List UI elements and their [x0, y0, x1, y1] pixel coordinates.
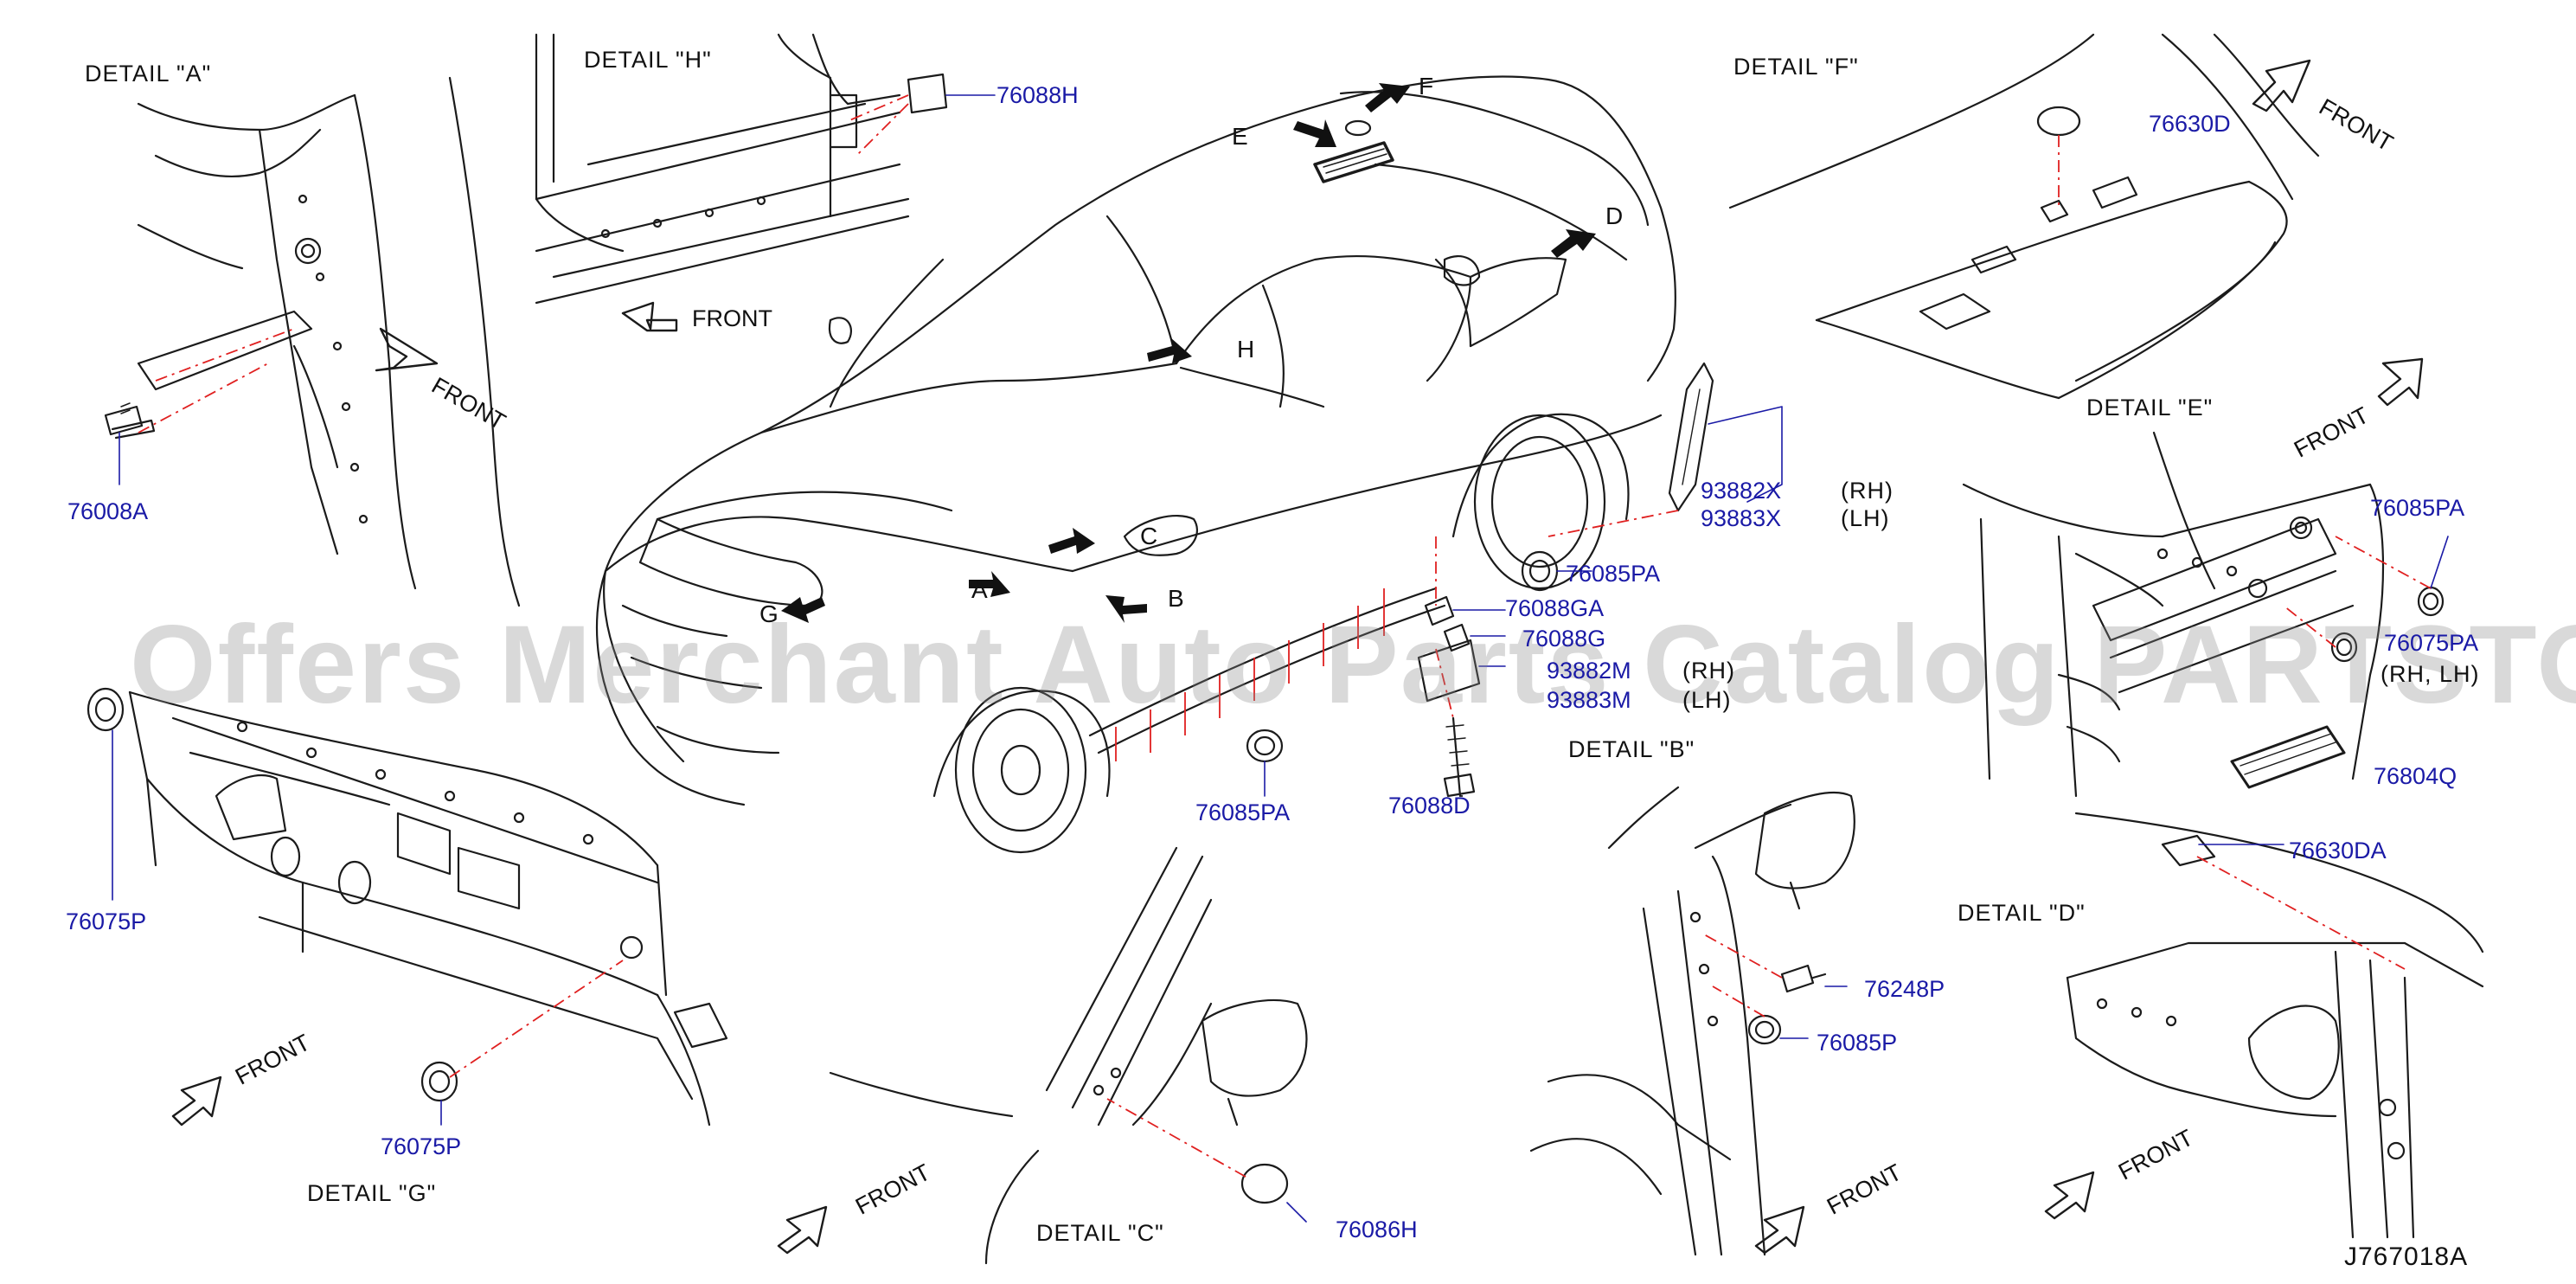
detail-b-title: DETAIL "B" [1568, 736, 1695, 762]
detail-e-title: DETAIL "E" [2086, 395, 2214, 421]
part-76630da[interactable]: 76630DA [2289, 838, 2387, 863]
detail-a-drawing [104, 76, 521, 607]
pointer-letter-e: E [1232, 123, 1248, 150]
pointer-letter-b: B [1168, 585, 1184, 612]
part-76008a[interactable]: 76008A [67, 498, 149, 524]
detail-f-drawing [1728, 33, 2320, 400]
part-93882m[interactable]: 93882M [1547, 658, 1631, 684]
part-93883m[interactable]: 93883M [1547, 687, 1631, 713]
pointer-letter-c: C [1140, 523, 1158, 549]
part-76075p-bottom[interactable]: 76075P [381, 1133, 462, 1159]
side-rh-m: (RH) [1682, 658, 1735, 684]
side-rh: (RH) [1841, 478, 1894, 504]
side-rh-lh-e: (RH, LH) [2381, 661, 2480, 687]
side-lh-m: (LH) [1682, 687, 1732, 713]
part-93882x[interactable]: 93882X [1701, 478, 1782, 504]
detail-d-drawing [2066, 812, 2484, 1239]
pointer-letter-f: F [1419, 73, 1434, 100]
part-76085pa-bottom[interactable]: 76085PA [1195, 799, 1291, 825]
detail-c-title: DETAIL "C" [1036, 1220, 1164, 1246]
side-lh: (LH) [1841, 505, 1890, 531]
part-76075p-left[interactable]: 76075P [66, 908, 147, 934]
pointer-letter-a: A [971, 576, 988, 603]
drawing-id: J767018A [2344, 1242, 2469, 1271]
detail-f-title: DETAIL "F" [1733, 54, 1859, 80]
detail-c-drawing [829, 846, 1308, 1265]
detail-e-drawing [1962, 431, 2449, 798]
front-arrows [171, 59, 2424, 1255]
detail-d-title: DETAIL "D" [1958, 900, 2086, 926]
part-76248p[interactable]: 76248P [1864, 976, 1945, 1002]
part-93883x[interactable]: 93883X [1701, 505, 1782, 531]
detail-g-drawing [87, 687, 728, 1127]
detail-g-title: DETAIL "G" [307, 1180, 437, 1206]
part-76085pa-main[interactable]: 76085PA [1566, 561, 1661, 587]
part-76085p[interactable]: 76085P [1817, 1030, 1898, 1056]
part-76075pa[interactable]: 76075PA [2384, 630, 2479, 656]
red-dash-leaders [138, 94, 2432, 1178]
part-76088ga[interactable]: 76088GA [1505, 595, 1605, 621]
detail-a-title: DETAIL "A" [85, 61, 212, 87]
part-76804q[interactable]: 76804Q [2374, 763, 2457, 789]
part-76088g[interactable]: 76088G [1522, 626, 1606, 652]
detail-h-drawing [535, 33, 996, 305]
part-76085pa-e[interactable]: 76085PA [2370, 495, 2465, 521]
detail-b-drawing [1529, 786, 1855, 1256]
pointer-letter-g: G [759, 600, 779, 627]
front-label-h: FRONT [692, 305, 772, 331]
part-76088h[interactable]: 76088H [996, 82, 1079, 108]
detail-h-title: DETAIL "H" [584, 47, 712, 73]
part-76086h[interactable]: 76086H [1336, 1217, 1418, 1242]
pointer-letter-h: H [1237, 336, 1255, 363]
part-76088d[interactable]: 76088D [1388, 793, 1471, 819]
part-76630d[interactable]: 76630D [2149, 111, 2231, 137]
watermark: Offers Merchant Auto Parts Catalog PARTS… [130, 603, 2576, 727]
main-car-outline [595, 75, 1676, 854]
pointer-letter-d: D [1605, 202, 1624, 229]
side-molding-parts [1246, 362, 1783, 798]
letter-pointer-arrows [781, 83, 1596, 623]
